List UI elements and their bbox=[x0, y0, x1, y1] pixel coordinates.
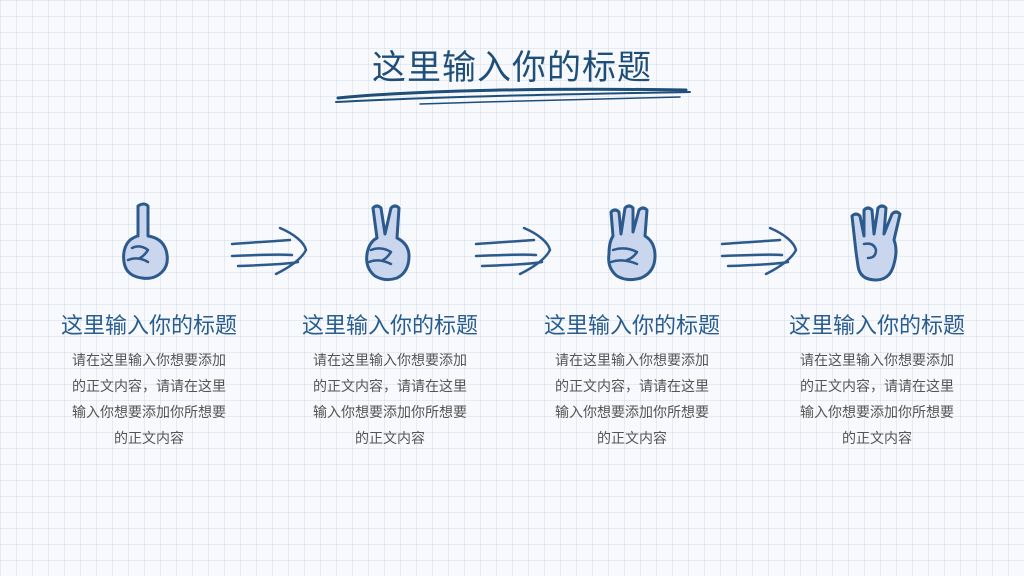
hand-four-fingers-icon bbox=[850, 204, 902, 282]
step-3-title: 这里输入你的标题 bbox=[543, 314, 720, 339]
step-1-body: 请在这里输入你想要添加 的正文内容，请请在这里 输入你想要添加你所想要 的正文内… bbox=[72, 353, 226, 447]
hand-three-fingers-icon bbox=[607, 204, 657, 282]
step-2-body: 请在这里输入你想要添加 的正文内容，请请在这里 输入你想要添加你所想要 的正文内… bbox=[313, 353, 467, 447]
step-4-body: 请在这里输入你想要添加 的正文内容，请请在这里 输入你想要添加你所想要 的正文内… bbox=[800, 353, 954, 447]
step-4: 这里输入你的标题 请在这里输入你想要添加 的正文内容，请请在这里 输入你想要添加… bbox=[762, 200, 992, 452]
title-underline-stroke bbox=[335, 87, 691, 105]
arrow-right-icon bbox=[230, 226, 308, 276]
page-title: 这里输入你的标题 bbox=[372, 48, 652, 88]
step-1-title: 这里输入你的标题 bbox=[60, 314, 237, 339]
step-1: 这里输入你的标题 请在这里输入你想要添加 的正文内容，请请在这里 输入你想要添加… bbox=[34, 200, 264, 452]
hand-one-finger-icon bbox=[122, 202, 169, 280]
step-4-title: 这里输入你的标题 bbox=[788, 314, 965, 339]
step-3: 这里输入你的标题 请在这里输入你想要添加 的正文内容，请请在这里 输入你想要添加… bbox=[517, 200, 747, 452]
step-2-title: 这里输入你的标题 bbox=[301, 314, 478, 339]
step-3-body: 请在这里输入你想要添加 的正文内容，请请在这里 输入你想要添加你所想要 的正文内… bbox=[555, 353, 709, 447]
arrow-right-icon bbox=[720, 226, 798, 276]
hand-two-fingers-icon bbox=[365, 204, 411, 282]
arrow-right-icon bbox=[474, 226, 552, 276]
step-2: 这里输入你的标题 请在这里输入你想要添加 的正文内容，请请在这里 输入你想要添加… bbox=[275, 200, 505, 452]
